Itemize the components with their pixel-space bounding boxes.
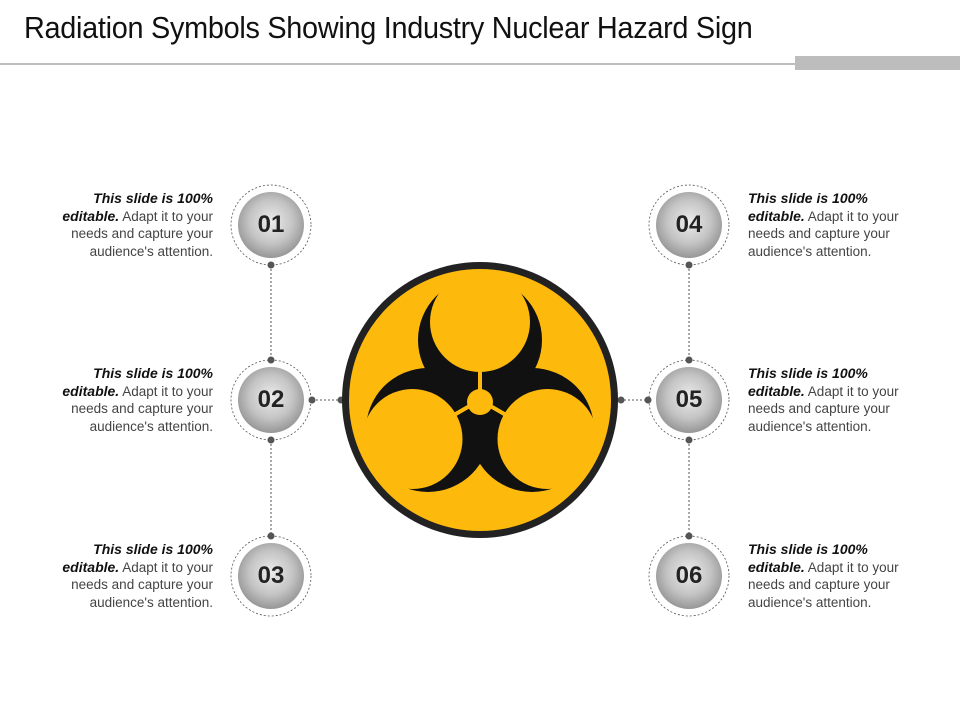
title-divider [0,63,960,65]
text-block-bold: This slide is 100% editable. [748,365,868,399]
text-block-05: This slide is 100% editable. Adapt it to… [748,365,923,435]
text-block-body: Adapt it to your needs and capture your … [748,559,899,610]
number-node-04 [648,184,730,266]
text-block-bold: This slide is 100% editable. [62,190,213,224]
title-divider-tab [795,56,960,70]
text-block-body: Adapt it to your needs and capture your … [71,559,213,610]
number-node-06 [648,535,730,617]
number-node-01 [230,184,312,266]
slide-title: Radiation Symbols Showing Industry Nucle… [24,10,753,45]
text-block-body: Adapt it to your needs and capture your … [748,208,899,259]
text-block-bold: This slide is 100% editable. [748,190,868,224]
text-block-body: Adapt it to your needs and capture your … [748,383,899,434]
text-block-bold: This slide is 100% editable. [62,541,213,575]
text-block-body: Adapt it to your needs and capture your … [71,208,213,259]
number-node-02 [230,359,312,441]
text-block-06: This slide is 100% editable. Adapt it to… [748,541,923,611]
number-node-03 [230,535,312,617]
text-block-04: This slide is 100% editable. Adapt it to… [748,190,923,260]
text-block-bold: This slide is 100% editable. [748,541,868,575]
text-block-01: This slide is 100% editable. Adapt it to… [38,190,213,260]
text-block-body: Adapt it to your needs and capture your … [71,383,213,434]
text-block-02: This slide is 100% editable. Adapt it to… [38,365,213,435]
number-node-05 [648,359,730,441]
text-block-bold: This slide is 100% editable. [62,365,213,399]
text-block-03: This slide is 100% editable. Adapt it to… [38,541,213,611]
biohazard-icon [342,262,618,538]
